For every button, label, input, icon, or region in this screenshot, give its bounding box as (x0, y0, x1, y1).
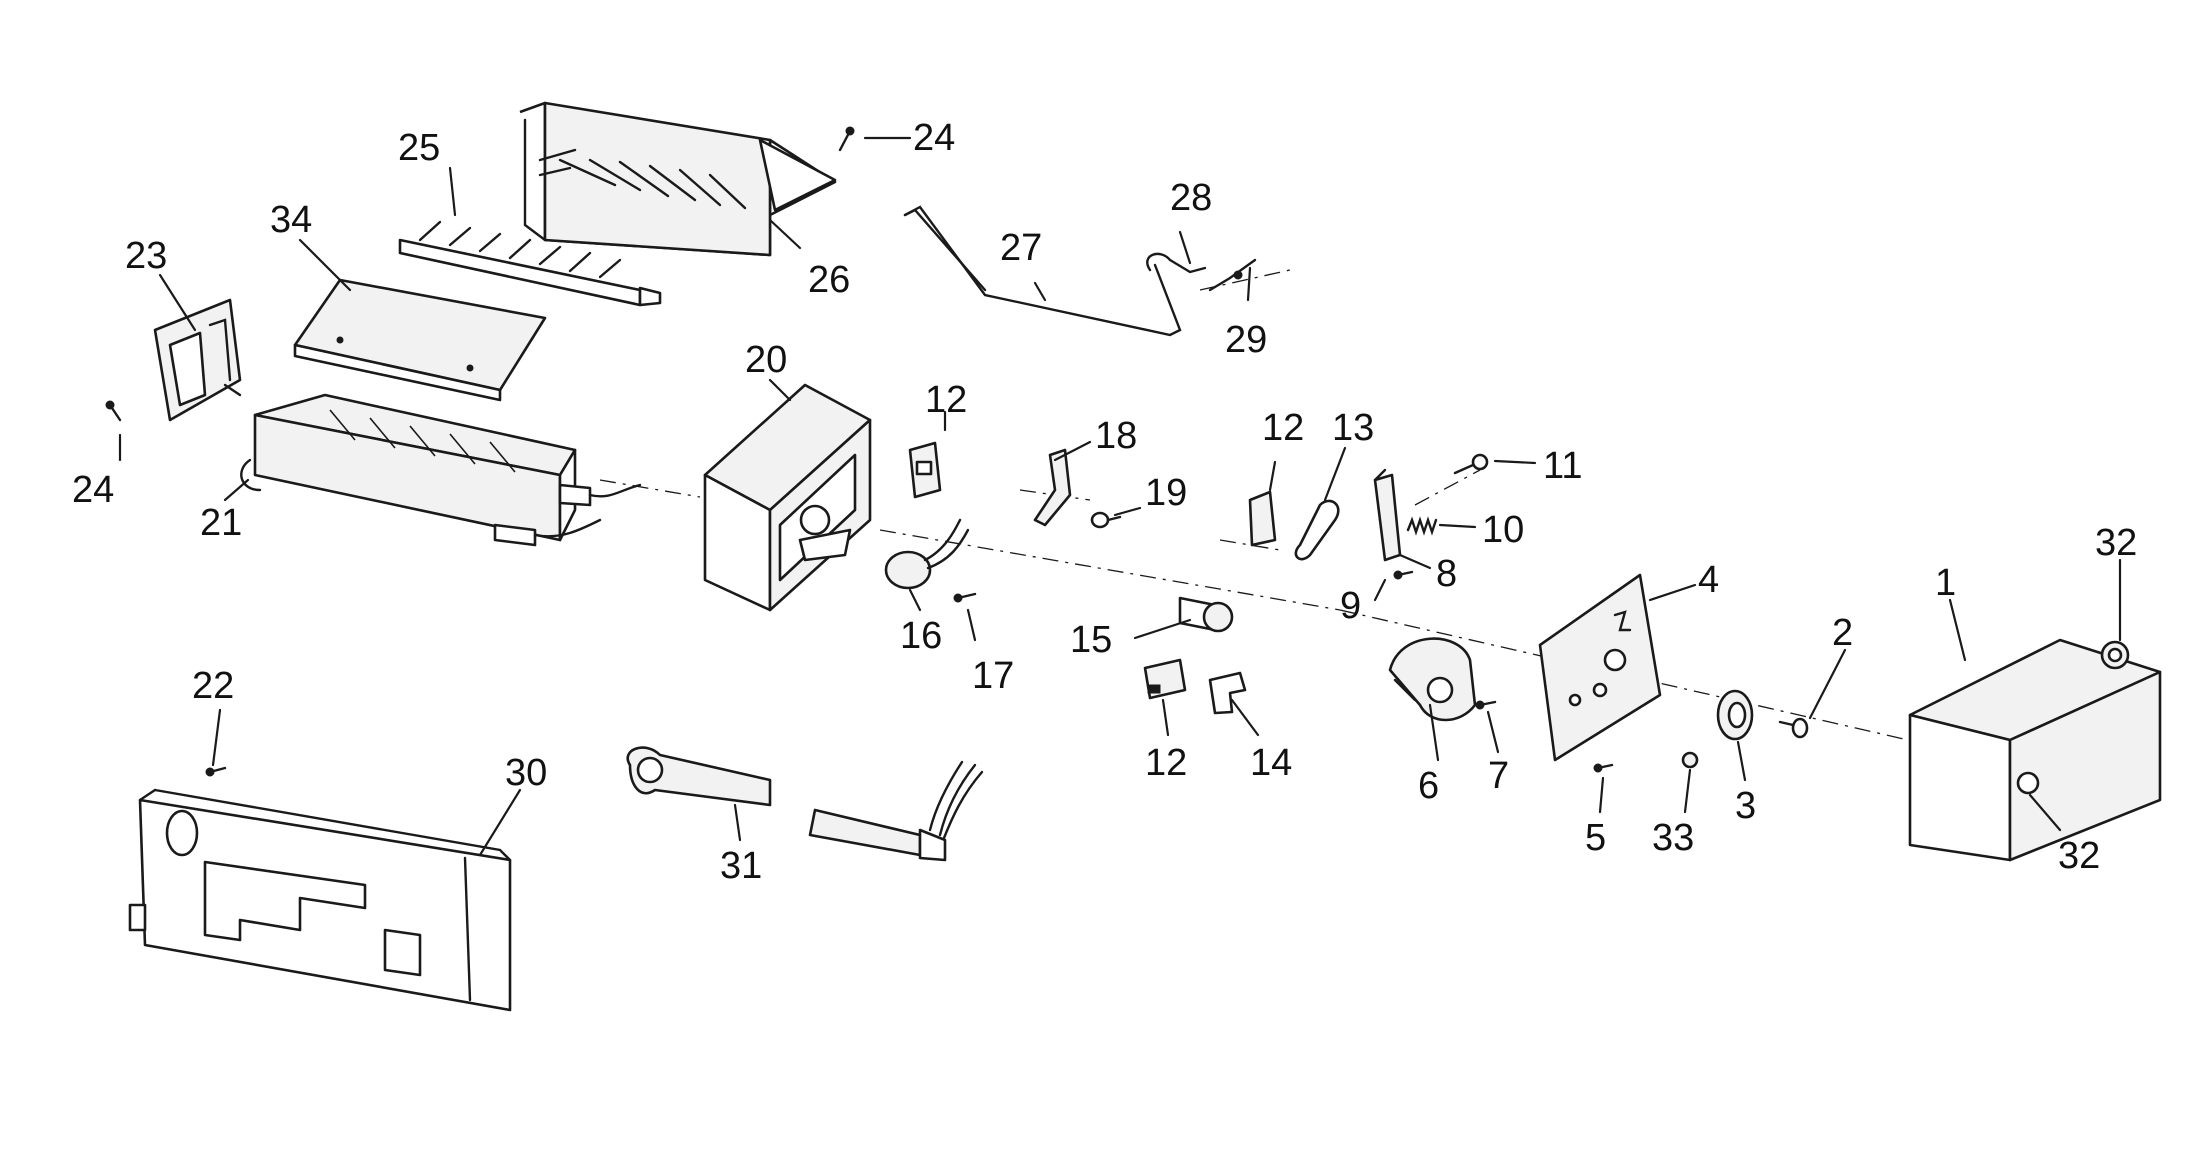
part-9-screw (1393, 570, 1414, 580)
callout-32b: 32 (2058, 835, 2100, 877)
callout-20: 20 (745, 339, 787, 381)
callout-16: 16 (900, 615, 942, 657)
callout-23: 23 (125, 235, 167, 277)
part-16-motor-connector (884, 518, 970, 590)
part-19-screw (1090, 511, 1122, 529)
part-24-screw-upper (838, 126, 855, 152)
callout-26: 26 (808, 259, 850, 301)
callout-3: 3 (1735, 785, 1756, 827)
part-18-lever (1033, 448, 1072, 527)
part-30-mounting-bracket (128, 788, 512, 1012)
part-12a-switch (908, 441, 942, 499)
callout-15: 15 (1070, 619, 1112, 661)
part-2-screw (1778, 717, 1809, 739)
part-22-screw (205, 766, 227, 777)
part-5-screw (1593, 763, 1614, 773)
part-23-bracket (153, 298, 242, 422)
callout-2: 2 (1832, 612, 1853, 654)
callout-27: 27 (1000, 227, 1042, 269)
leader-lines (118, 136, 2122, 857)
part-26-ejector-frame (519, 101, 837, 257)
part-6-motor (1388, 637, 1477, 722)
callout-labels: 24 25 26 34 23 24 21 20 12 18 19 28 27 2… (72, 117, 2137, 887)
callout-6: 6 (1418, 765, 1439, 807)
callout-31: 31 (720, 845, 762, 887)
callout-12b: 12 (1262, 407, 1304, 449)
part-13-cam (1294, 499, 1340, 561)
part-27-feeler-arm (903, 205, 1182, 337)
callout-29: 29 (1225, 319, 1267, 361)
callout-11: 11 (1543, 445, 1582, 487)
part-31-wire-harness (626, 746, 984, 862)
callout-24b: 24 (72, 469, 114, 511)
callout-9: 9 (1340, 585, 1361, 627)
part-34-cover-plate (293, 278, 547, 402)
callout-5: 5 (1585, 817, 1606, 859)
part-15-gear-coupling (1178, 596, 1234, 633)
callout-25: 25 (398, 127, 440, 169)
part-20-housing (703, 383, 872, 612)
part-10-spring (1406, 516, 1438, 536)
callout-14: 14 (1250, 742, 1292, 784)
part-11-screw (1453, 453, 1489, 475)
callout-30: 30 (505, 752, 547, 794)
part-32-nut (2100, 640, 2130, 670)
part-28-spring-clip (1146, 252, 1207, 274)
callout-24a: 24 (913, 117, 955, 159)
callout-18: 18 (1095, 415, 1137, 457)
callout-21: 21 (200, 502, 242, 544)
callout-32a: 32 (2095, 522, 2137, 564)
callout-13: 13 (1332, 407, 1374, 449)
callout-12a: 12 (925, 379, 967, 421)
callout-12c: 12 (1145, 742, 1187, 784)
callout-19: 19 (1145, 472, 1187, 514)
part-24-screw-lower (105, 400, 122, 422)
part-3-gear (1716, 689, 1754, 741)
part-12b-switch (1248, 490, 1277, 547)
callout-7: 7 (1488, 755, 1509, 797)
part-17-screw (953, 592, 977, 603)
callout-10: 10 (1482, 509, 1524, 551)
callout-8: 8 (1436, 553, 1457, 595)
callout-34: 34 (270, 199, 312, 241)
part-21-ice-mold (240, 393, 642, 547)
part-7-screw (1475, 700, 1497, 710)
callout-33: 33 (1652, 817, 1694, 859)
callout-1: 1 (1935, 562, 1956, 604)
callout-4: 4 (1698, 559, 1719, 601)
part-29-retainer (1208, 258, 1257, 292)
part-8-bracket (1373, 468, 1402, 562)
part-25-ejector-shaft (398, 220, 662, 307)
part-1-cover (1908, 638, 2162, 862)
callout-28: 28 (1170, 177, 1212, 219)
callout-17: 17 (972, 655, 1014, 697)
part-4-mounting-plate (1538, 573, 1662, 762)
part-33-nut (1681, 751, 1699, 769)
part-14-clip (1208, 671, 1247, 715)
part-12c-switch (1143, 658, 1187, 700)
callout-22: 22 (192, 665, 234, 707)
